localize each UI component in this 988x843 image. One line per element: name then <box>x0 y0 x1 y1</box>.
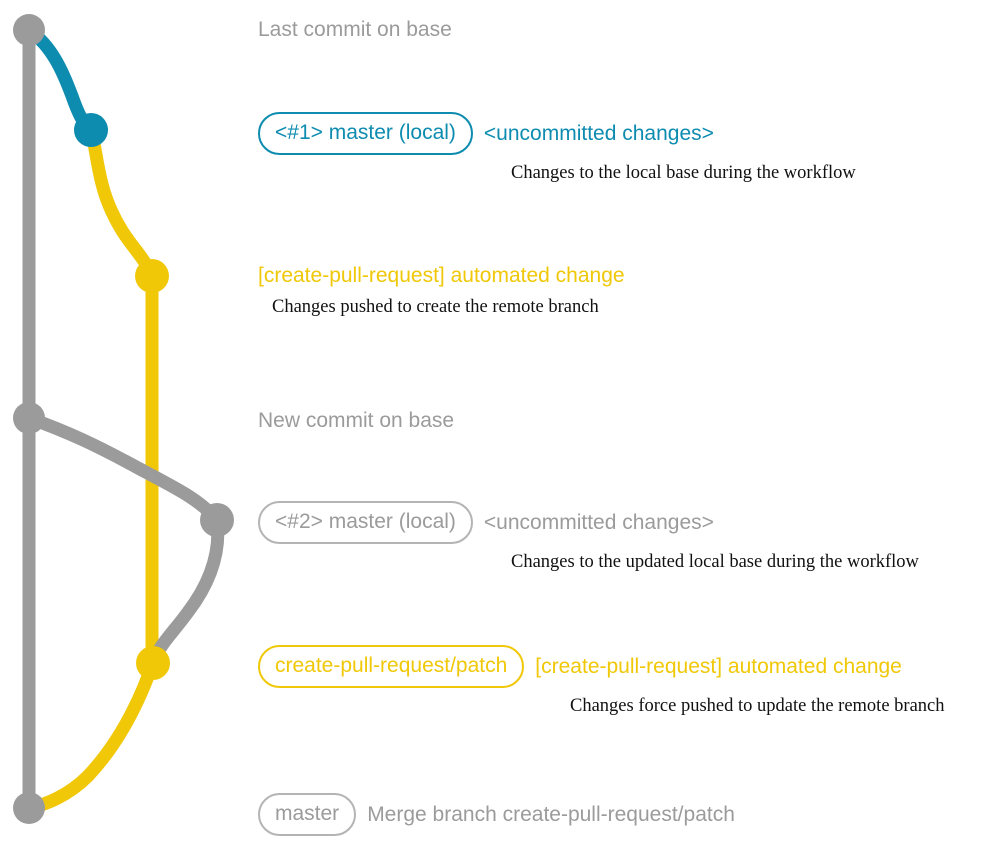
commit-node-base-last <box>13 14 45 46</box>
remote-merge-line <box>22 656 160 815</box>
annotation-headline: [create-pull-request] automated change <box>535 655 902 678</box>
annotation-subtext: Changes to the updated local base during… <box>511 552 919 572</box>
annotation-headline: Merge branch create-pull-request/patch <box>367 803 735 826</box>
branch-pill-remote-2[interactable]: create-pull-request/patch <box>258 645 525 688</box>
remote-branch-line-1 <box>84 123 159 283</box>
commit-node-local-1 <box>74 113 108 147</box>
commit-node-base-new <box>13 402 45 434</box>
annotation-headline: <uncommitted changes> <box>483 511 714 534</box>
annotation-headline: [create-pull-request] automated change <box>258 264 625 287</box>
annotation-local-change-1: <#1> master (local) <uncommitted changes… <box>258 112 856 184</box>
annotation-row: <#2> master (local) <uncommitted changes… <box>258 501 919 544</box>
annotation-row: <#1> master (local) <uncommitted changes… <box>258 112 856 155</box>
annotation-headline: <uncommitted changes> <box>483 122 714 145</box>
annotation-row: master Merge branch create-pull-request/… <box>258 793 735 836</box>
branch-pill-local-1[interactable]: <#1> master (local) <box>258 112 473 155</box>
annotation-new-commit-on-base: New commit on base <box>258 408 454 433</box>
commit-node-local-2 <box>200 503 234 537</box>
annotation-subtext: Changes pushed to create the remote bran… <box>272 297 599 317</box>
branch-pill-master[interactable]: master <box>258 793 357 836</box>
annotation-remote-change-1: [create-pull-request] automated change C… <box>258 263 625 318</box>
merge-into-remote-line <box>146 513 225 670</box>
annotation-headline: New commit on base <box>258 409 455 432</box>
branch-pill-local-2[interactable]: <#2> master (local) <box>258 501 473 544</box>
annotation-last-commit-on-base: Last commit on base <box>258 17 452 42</box>
annotation-subtext: Changes to the local base during the wor… <box>511 163 856 183</box>
commit-node-remote-2 <box>136 646 170 680</box>
annotation-headline: Last commit on base <box>258 18 452 41</box>
local-branch-line-2 <box>22 411 224 527</box>
commit-node-base-merge <box>13 792 45 824</box>
annotation-row: create-pull-request/patch [create-pull-r… <box>258 645 945 688</box>
annotation-subtext: Changes force pushed to update the remot… <box>570 696 945 716</box>
annotation-remote-change-2: create-pull-request/patch [create-pull-r… <box>258 645 945 717</box>
annotation-merge-commit: master Merge branch create-pull-request/… <box>258 793 735 836</box>
annotation-local-change-2: <#2> master (local) <uncommitted changes… <box>258 501 919 573</box>
commit-node-remote-1 <box>135 259 169 293</box>
